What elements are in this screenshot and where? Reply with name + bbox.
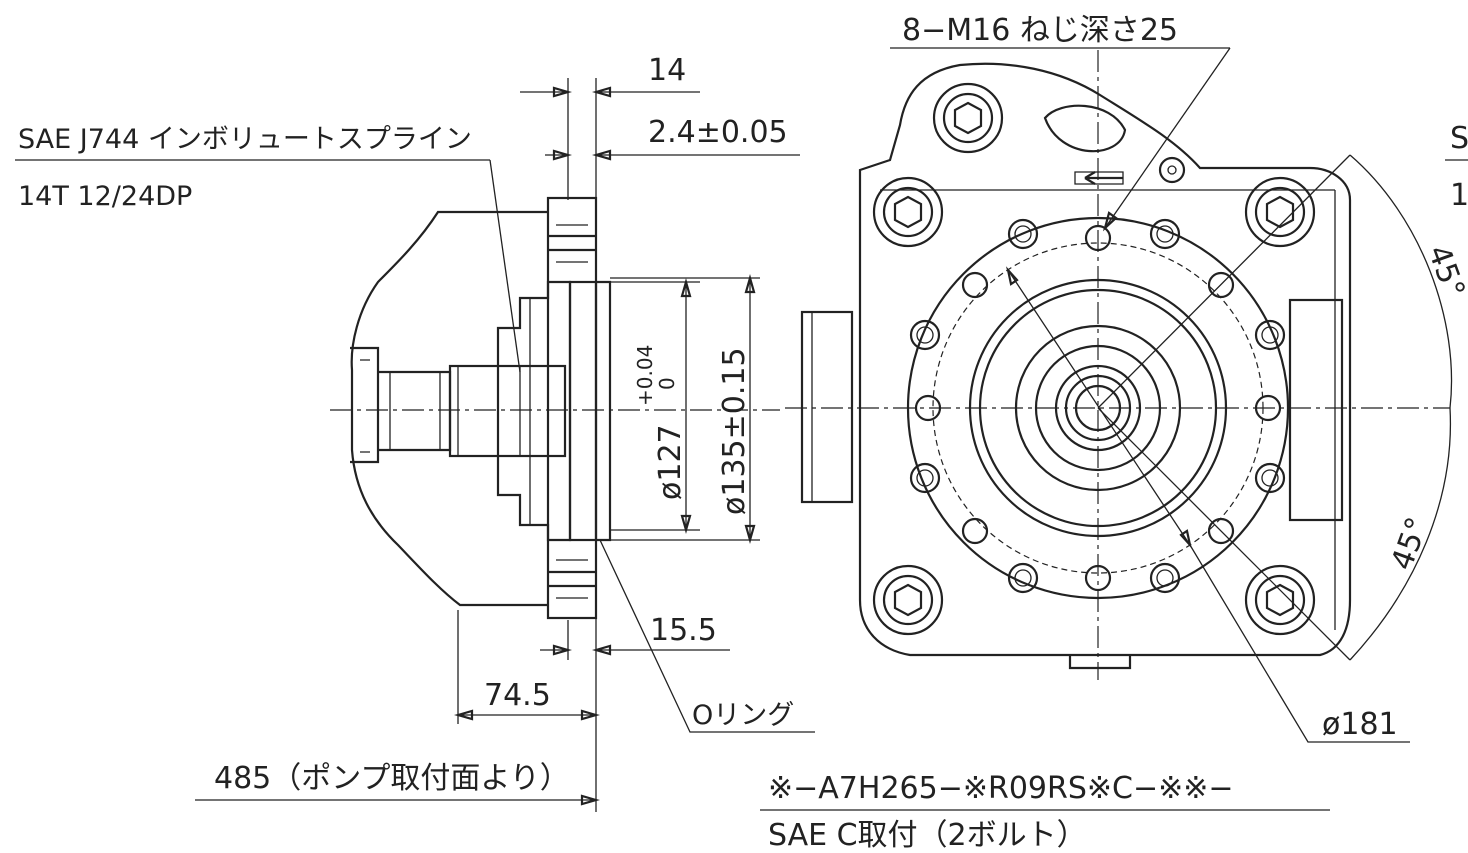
mount-spec-label: SAE C取付（2ボルト）: [768, 818, 1087, 853]
dim-14-label: 14: [648, 53, 686, 88]
corner-bolt-bottom-left: [872, 564, 944, 636]
spline-spec-label: SAE J744 インボリュートスプライン: [18, 124, 472, 155]
o-ring-label: Oリング: [692, 700, 794, 731]
dim-d127-label: ø127: [653, 424, 688, 500]
thread-spec-label: 8−M16 ねじ深さ25: [902, 13, 1178, 48]
dim-d181-label: ø181: [1322, 707, 1398, 742]
corner-bolt-top-right: [1244, 176, 1316, 248]
dim-15-5-label: 15.5: [650, 613, 717, 648]
spline-teeth-label: 14T 12/24DP: [18, 181, 192, 212]
edge-letter-1: 1: [1450, 178, 1468, 213]
labels: SAE J744 インボリュートスプライン 14T 12/24DP 14 2.4…: [18, 13, 1468, 853]
dim-d135-label: ø135±0.15: [717, 347, 752, 515]
model-code-label: ※−A7H265−※R09RS※C−※※−: [768, 771, 1234, 806]
dim-2-4-label: 2.4±0.05: [648, 115, 788, 150]
dim-d127-tol-upper: +0.04: [633, 345, 657, 406]
front-view: [760, 47, 1453, 811]
side-view: [15, 78, 815, 812]
angle-45-top-label: 45°: [1420, 241, 1468, 303]
dim-d127-tol-lower: 0: [655, 377, 679, 390]
corner-bolt-top-left: [872, 176, 944, 248]
edge-letter-s: S: [1450, 121, 1468, 156]
angle-45-bottom-label: 45°: [1385, 513, 1436, 575]
dim-485-label: 485（ポンプ取付面より）: [214, 761, 570, 796]
top-bolt: [932, 82, 1004, 154]
corner-bolt-bottom-right: [1244, 564, 1316, 636]
dim-74-5-label: 74.5: [484, 678, 551, 713]
